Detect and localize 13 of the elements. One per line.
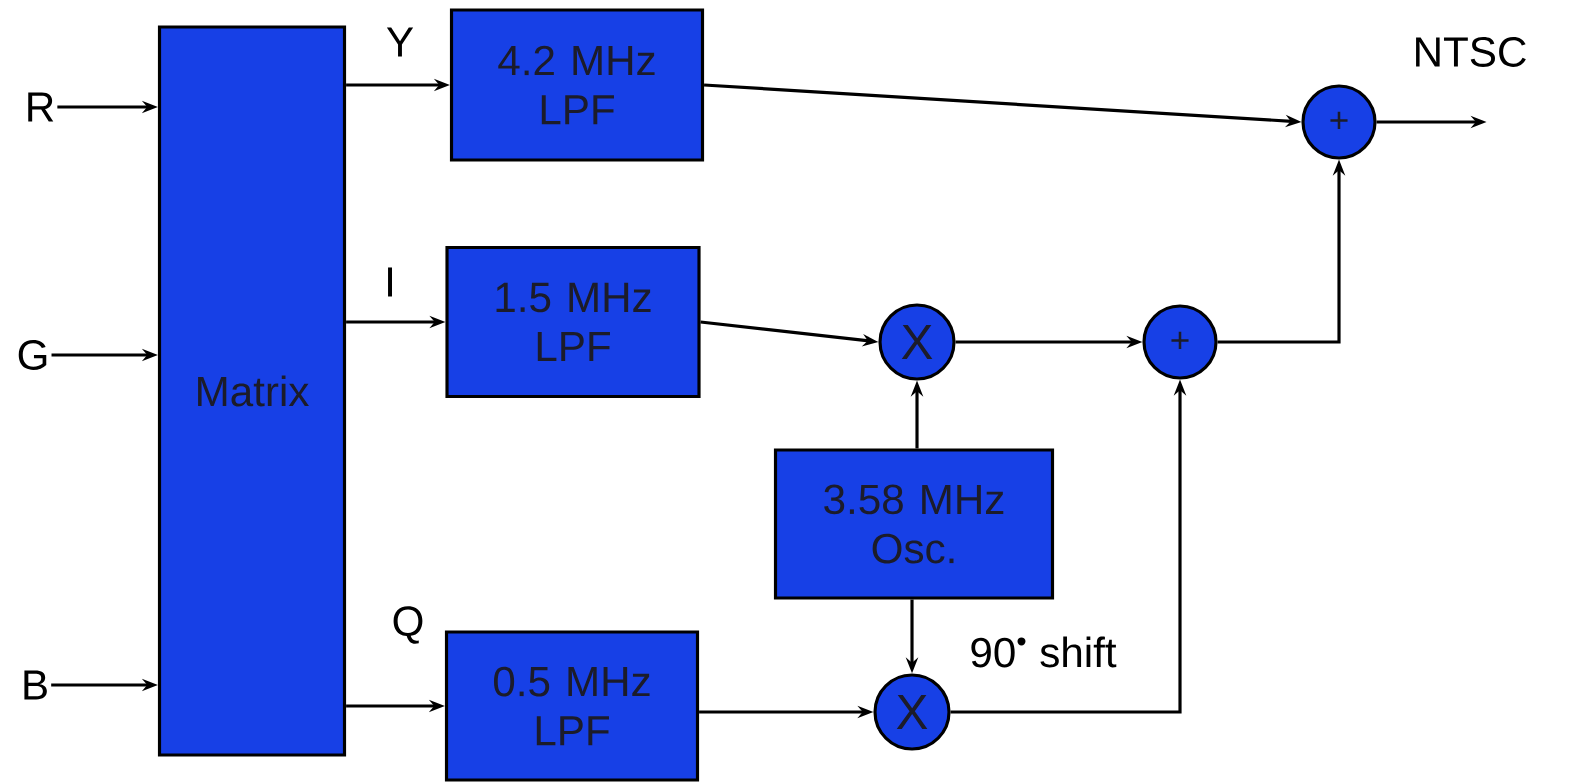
block-box: Matrix: [157, 25, 347, 757]
edge-label: I: [388, 267, 392, 297]
block-box: 1.5 MHz LPF: [445, 245, 701, 399]
block-box: 4.2 MHz LPF: [449, 8, 705, 162]
input-label: R: [28, 92, 54, 122]
block-box: 0.5 MHz LPF: [444, 630, 700, 782]
edge-label: Y: [386, 27, 414, 57]
input-label: B: [24, 670, 47, 700]
text-label: NTSC: [1416, 37, 1526, 67]
input-label: G: [18, 340, 47, 370]
edge-label: Q: [393, 606, 423, 644]
block-box: 3.58 MHz Osc.: [773, 448, 1055, 600]
text-label: 90$^{•}$ shift: [971, 636, 1117, 668]
